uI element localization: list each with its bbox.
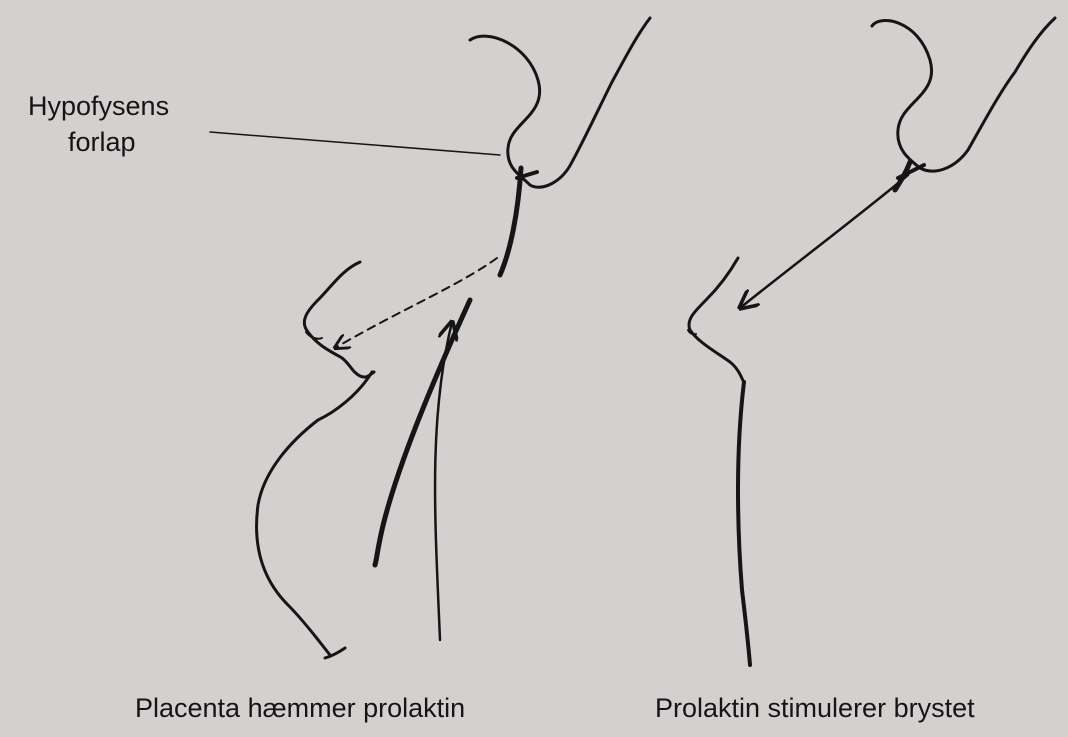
caption-right: Prolaktin stimulerer brystet [655, 692, 975, 724]
left-pregnant-belly [257, 372, 372, 655]
prolactin-arrow [740, 175, 908, 308]
left-neck [500, 168, 521, 275]
right-body-line [738, 382, 750, 665]
left-chest [304, 262, 374, 377]
right-head-profile [872, 18, 1055, 171]
right-back-of-neck [898, 165, 924, 178]
pituitary-pointer-line [210, 132, 500, 155]
caption-left: Placenta hæmmer prolaktin [135, 692, 465, 724]
pituitary-label-line1: Hypofysens [28, 90, 169, 122]
left-back [375, 300, 470, 565]
left-head-profile [470, 18, 650, 187]
right-chest [689, 258, 744, 382]
pituitary-label-line2: forlap [68, 126, 136, 158]
inhibition-dashed-arrow [335, 258, 497, 348]
